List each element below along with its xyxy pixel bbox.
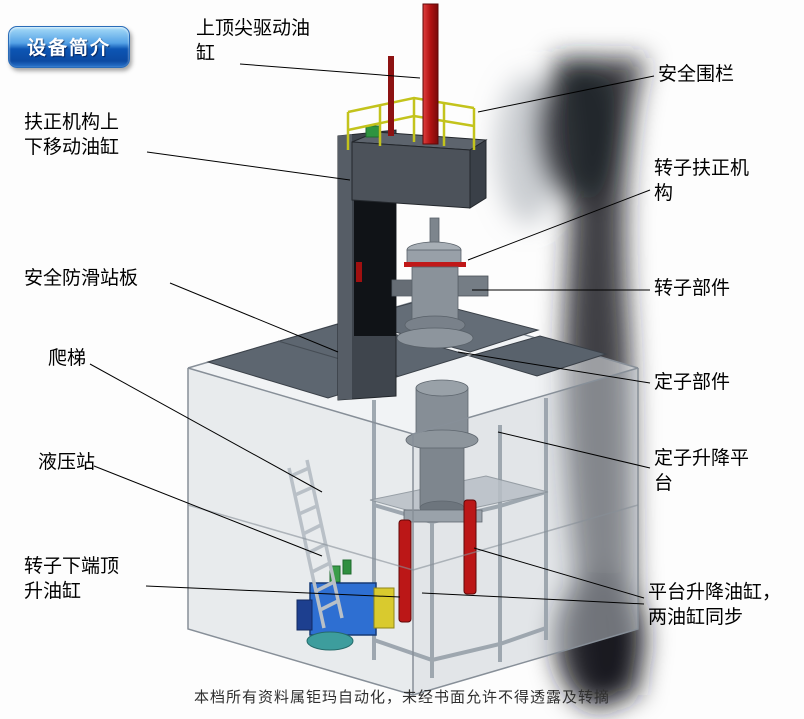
press-column [337,125,488,401]
stator-base-plate [403,509,483,523]
callout-top-drive-cylinder: 上顶尖驱动油 缸 [196,18,311,65]
safety-railing-art [346,96,476,150]
leader-rotor-jack-cylinder [145,585,401,598]
railing-rail [347,96,475,114]
callout-platform-lift-cylinders: 平台升降油缸， 两油缸同步 [648,582,782,629]
leader-centering-lift-cylinder [146,151,351,181]
leader-ladder [89,363,323,493]
enclosure-mid-rail [412,504,639,571]
leader-rotor-centering [467,189,651,261]
head-right-face [469,139,487,209]
callout-rotor-component: 转子部件 [654,278,731,299]
centering-arm [391,279,415,297]
title-badge: 设备简介 [8,26,131,68]
ladder-rung [294,485,314,497]
ladder-rung [311,561,331,574]
ladder-rung [319,599,339,612]
enclosure-mid-rail [187,504,414,571]
ladder-rail [287,467,326,629]
callout-centering-lift-cylinder: 扶正机构上 下移动油缸 [24,112,120,159]
leader-stator-lift-platform [497,431,651,469]
callout-anti-slip-platform: 安全防滑站板 [24,268,139,289]
rotor-red-flange [404,262,466,267]
deck-plate [468,335,608,377]
ladder-rung [298,504,318,516]
ladder-rail [305,459,344,619]
footer-copyright: 本档所有资料属钜玛自动化，未经书面允许不得透露及转摘 [193,689,610,706]
column-red-detail [356,262,362,282]
head-green-box [365,125,380,138]
drive-cylinder-rods [388,3,439,145]
callout-safety-fence: 安全围栏 [658,64,735,85]
thin-drive-rod [388,56,394,136]
stator-top-cap [415,379,469,397]
leader-hydraulic-station [93,465,323,557]
platform-lift-cylinders-art [398,499,477,623]
lift-cylinder-right [463,499,477,595]
column-highlight [338,134,352,400]
hydraulic-yellow-unit [373,587,395,629]
hydraulic-pump [306,631,354,651]
lift-cylinder-left [398,519,412,623]
callout-stator-lift-platform: 定子升降平 台 [654,448,750,495]
callout-rotor-jack-cylinder: 转子下端顶 升油缸 [24,556,120,603]
callout-ladder: 爬梯 [48,348,87,369]
leader-safety-fence [477,75,655,113]
leader-top-drive-cylinder [239,63,421,79]
enclosure-right-face [413,368,638,695]
valve-block [342,559,352,575]
frame-beam [373,626,547,663]
stator-lower-cylinder [419,447,465,509]
hydraulic-tank [309,582,377,636]
title-badge-label: 设备简介 [27,38,112,59]
callout-rotor-centering-mechanism: 转子扶正机 构 [654,158,750,205]
rotor-base-flange [396,327,474,349]
leader-lines [89,63,655,605]
main-drive-rod [422,3,439,145]
leader-platform-cylinder-a [473,547,645,599]
head-front-face [351,141,471,209]
centering-bracket [457,275,489,297]
leader-platform-cylinder-b [421,592,645,605]
rotor-body [411,266,459,326]
ladder-rung [290,466,310,478]
leader-anti-slip-platform [169,282,339,353]
stator-assembly [403,379,483,523]
hydraulic-motor [296,599,313,631]
leader-stator-component [457,351,651,384]
hydraulic-station-art [296,559,395,651]
ladder-rung [315,580,335,593]
enclosure-edge [187,367,639,435]
callout-stator-component: 定子部件 [654,372,731,393]
ladder-rung [302,523,322,536]
shadow-top [538,58,622,202]
callout-hydraulic-station: 液压站 [38,452,96,473]
rotor-assembly-art [391,217,489,349]
rotor-collar [406,249,462,264]
ladder-art [287,459,344,629]
